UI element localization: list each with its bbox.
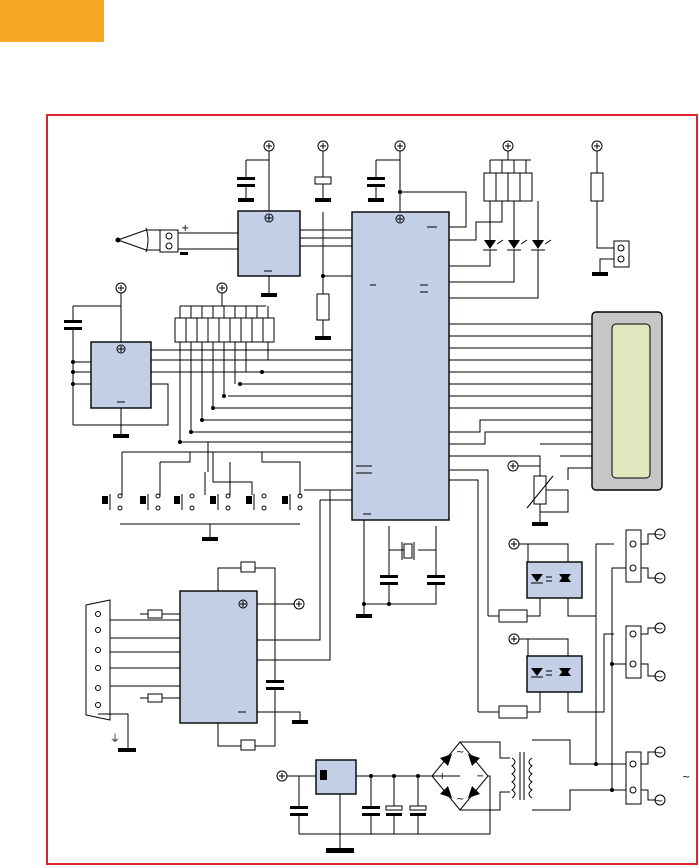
svg-text:~: ~ [655, 530, 663, 541]
svg-text:~: ~ [682, 772, 690, 783]
pushbutton-icon [102, 493, 303, 511]
svg-text:~: ~ [655, 672, 663, 683]
rs232-transceiver-chip [179, 590, 258, 724]
mcu-vcc-pin-icon [395, 214, 405, 224]
output-terminal-1: ~~ [625, 528, 666, 585]
thermocouple-icon: + [115, 223, 238, 255]
lcd-screen [611, 323, 651, 479]
optotriac-1 [526, 561, 583, 599]
led-icon [483, 239, 552, 251]
optotriac-2 [526, 655, 583, 693]
svg-text:⏚: ⏚ [110, 733, 120, 745]
svg-text:~: ~ [655, 748, 663, 759]
bridge-rectifier-icon: + − ~ ~ [431, 741, 489, 811]
mains-terminal: ~ ~ ~ [625, 746, 690, 807]
svg-text:~: ~ [655, 624, 663, 635]
svg-text:−: − [476, 771, 484, 782]
corner-tab [0, 0, 104, 42]
microcontroller-chip [351, 211, 450, 521]
svg-text:~: ~ [655, 796, 663, 807]
db9-connector [85, 599, 111, 721]
ground-icon [261, 293, 277, 297]
optotriac-icon [531, 574, 571, 584]
svg-text:+: + [438, 771, 446, 782]
svg-text:~: ~ [456, 794, 464, 805]
power-rail-icon [263, 140, 275, 152]
svg-text:~: ~ [456, 747, 464, 758]
output-terminal-2: ~~ [625, 622, 666, 683]
schematic-frame [46, 114, 698, 865]
svg-text:~: ~ [655, 574, 663, 585]
svg-text:+: + [181, 223, 189, 234]
transformer-icon [511, 739, 612, 811]
